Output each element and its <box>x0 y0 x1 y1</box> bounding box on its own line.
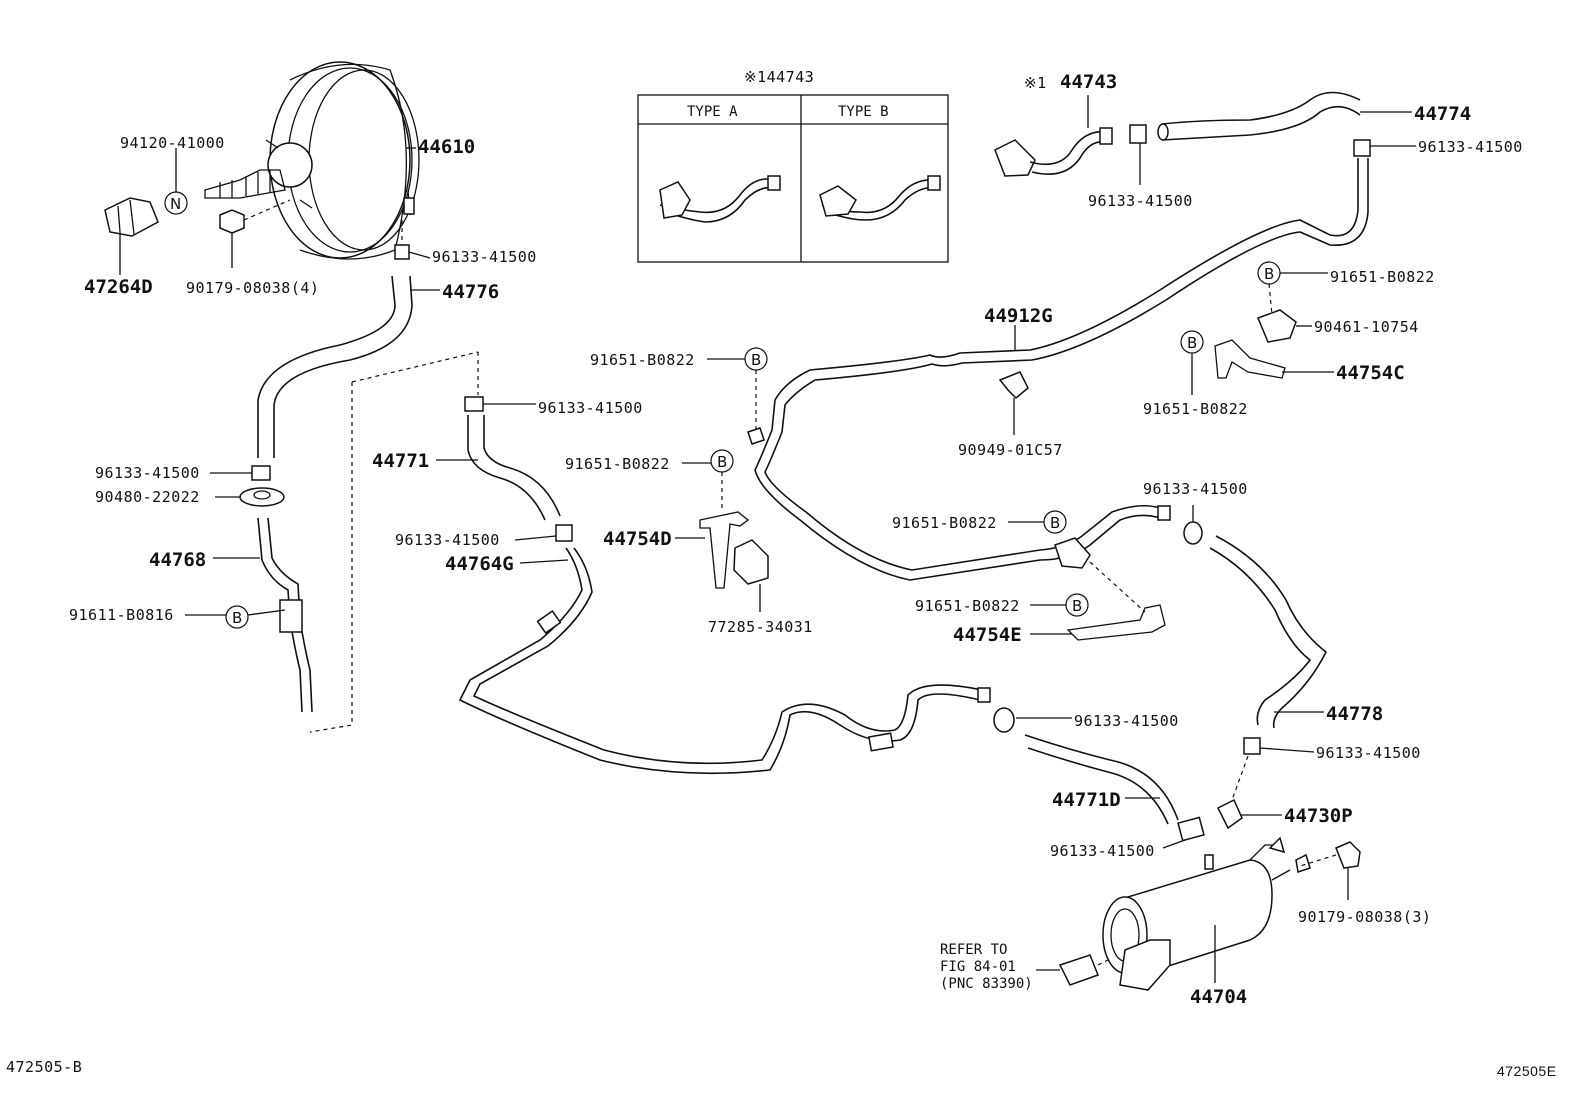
label-96133-c: 96133-41500 <box>1088 192 1193 210</box>
pipe-44912G <box>754 158 1359 581</box>
label-44776: 44776 <box>442 281 499 303</box>
hose-44771D <box>1024 734 1179 821</box>
label-44743: 44743 <box>1060 71 1117 93</box>
label-91611: 91611-B0816 <box>69 606 174 624</box>
label-44704: 44704 <box>1190 986 1247 1008</box>
label-91651-a: 91651-B0822 <box>1330 268 1435 286</box>
clamp-icon-2 <box>251 465 271 481</box>
svg-text:B: B <box>1187 334 1197 352</box>
marker-b-1 <box>225 605 249 629</box>
clamp-icon-3 <box>1129 124 1147 144</box>
refer-line-2: FIG 84-01 <box>940 959 1016 975</box>
label-96133-b: 96133-41500 <box>95 464 200 482</box>
valve-44730P <box>1216 798 1243 830</box>
refer-line-3: (PNC 83390) <box>940 976 1033 992</box>
pipe-44764G <box>458 547 981 775</box>
hose-44771 <box>467 415 546 521</box>
hose-44778 <box>1209 547 1312 726</box>
label-91651-d: 91651-B0822 <box>565 455 670 473</box>
clamp-icon-7 <box>1183 521 1203 545</box>
label-91651-b: 91651-B0822 <box>1143 400 1248 418</box>
check-valve-44743 <box>994 127 1113 177</box>
inset-box <box>637 94 949 263</box>
hose-44776 <box>257 275 396 458</box>
label-96133-j: 96133-41500 <box>1050 842 1155 860</box>
label-44778: 44778 <box>1326 703 1383 725</box>
label-44771: 44771 <box>372 450 429 472</box>
label-94120: 94120-41000 <box>120 134 225 152</box>
label-90480: 90480-22022 <box>95 488 200 506</box>
clamp-icon-9 <box>993 707 1015 733</box>
clip-90949 <box>998 371 1029 400</box>
clamp-icon-4 <box>1353 139 1371 157</box>
svg-text:B: B <box>751 351 761 369</box>
svg-text:B: B <box>1050 514 1060 532</box>
hose-44774 <box>1161 91 1361 125</box>
bracket-44754C <box>1214 339 1286 379</box>
clevis-part <box>104 197 159 237</box>
label-47264D: 47264D <box>84 276 153 298</box>
clip-90461 <box>1257 309 1297 343</box>
label-44743-star: ※1 <box>1024 74 1047 92</box>
clamp-icon <box>394 244 410 260</box>
bracket-44754E <box>1066 604 1166 641</box>
clip-77285 <box>733 539 769 585</box>
label-96133-g: 96133-41500 <box>1143 480 1248 498</box>
svg-text:B: B <box>1264 265 1274 283</box>
inset-title: ※144743 <box>744 68 814 86</box>
label-44764G: 44764G <box>445 553 514 575</box>
label-44754D: 44754D <box>603 528 672 550</box>
label-44768: 44768 <box>149 549 206 571</box>
label-44771D: 44771D <box>1052 789 1121 811</box>
label-44774: 44774 <box>1414 103 1471 125</box>
label-44754C: 44754C <box>1336 362 1405 384</box>
footer-right: 472505E <box>1497 1063 1557 1079</box>
refer-line-1: REFER TO <box>940 942 1007 958</box>
charcoal-canister <box>1102 836 1311 991</box>
label-91651-c: 91651-B0822 <box>590 351 695 369</box>
dashed-leader <box>309 351 479 733</box>
label-90179-4: 90179-08038(4) <box>186 279 319 297</box>
inset-type-b: TYPE B <box>838 104 889 120</box>
footer-left: 472505-B <box>6 1058 82 1076</box>
svg-text:B: B <box>232 609 242 627</box>
label-96133-h: 96133-41500 <box>1074 712 1179 730</box>
label-77285: 77285-34031 <box>708 618 813 636</box>
label-90179-3: 90179-08038(3) <box>1298 908 1431 926</box>
label-96133-i: 96133-41500 <box>1316 744 1421 762</box>
svg-text:B: B <box>717 453 727 471</box>
brake-booster <box>204 61 420 260</box>
label-90461: 90461-10754 <box>1314 318 1419 336</box>
svg-text:B: B <box>1072 597 1082 615</box>
nut-part <box>219 209 245 234</box>
label-96133-f: 96133-41500 <box>395 531 500 549</box>
label-44730P: 44730P <box>1284 805 1353 827</box>
label-96133-d: 96133-41500 <box>1418 138 1523 156</box>
label-90949: 90949-01C57 <box>958 441 1063 459</box>
bracket-44754D <box>699 511 750 589</box>
label-44610: 44610 <box>418 136 475 158</box>
clamp-icon-8 <box>1243 737 1261 755</box>
label-44912G: 44912G <box>984 305 1053 327</box>
label-44754E: 44754E <box>953 624 1022 646</box>
label-96133-a: 96133-41500 <box>432 248 537 266</box>
inset-type-a: TYPE A <box>687 104 738 120</box>
marker-n-text: N <box>170 195 181 213</box>
nut-part-2 <box>1335 841 1361 869</box>
label-91651-f: 91651-B0822 <box>915 597 1020 615</box>
label-91651-e: 91651-B0822 <box>892 514 997 532</box>
connector-part <box>1058 954 1099 986</box>
clamp-icon-6 <box>555 524 573 542</box>
label-96133-e: 96133-41500 <box>538 399 643 417</box>
clamp-icon-5 <box>464 396 484 412</box>
